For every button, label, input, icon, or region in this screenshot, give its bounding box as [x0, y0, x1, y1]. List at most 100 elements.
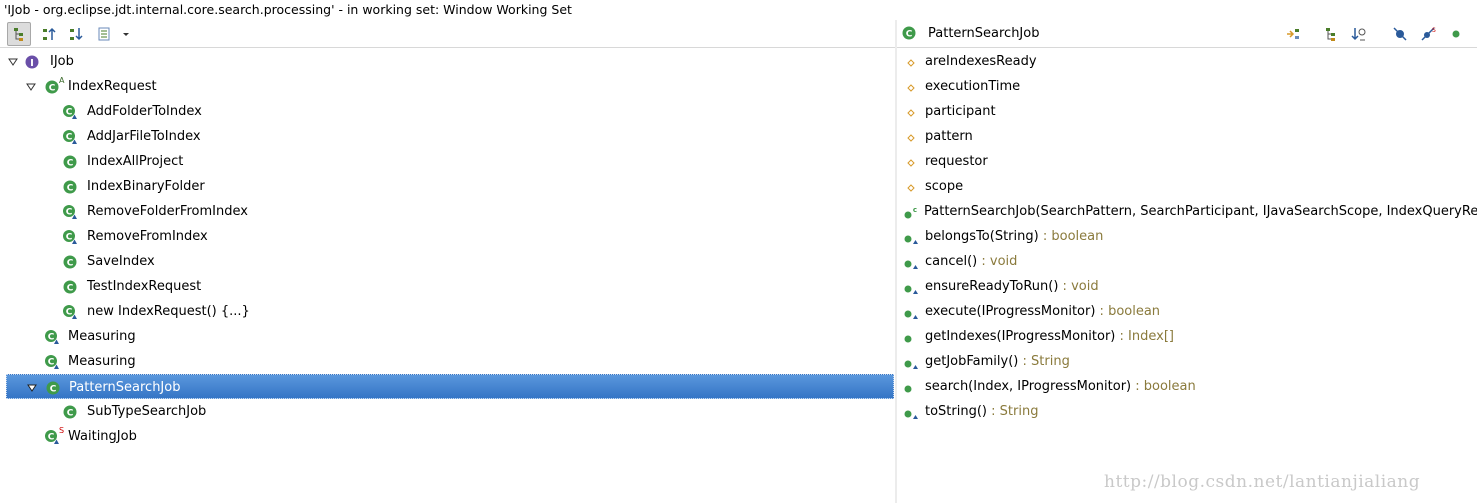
hide-static-members-button[interactable]: S	[1416, 22, 1440, 46]
show-inherited-members-icon	[1287, 29, 1299, 39]
member-name: execute(IProgressMonitor) : boolean	[925, 304, 1161, 319]
class-icon: C	[63, 205, 77, 219]
tree-item-label: IndexAllProject	[87, 154, 184, 169]
show-supertype-hierarchy-button[interactable]	[37, 22, 61, 46]
public-method-icon	[904, 385, 912, 393]
member-return-type: : Index[]	[1115, 329, 1174, 344]
public-method-icon	[904, 310, 918, 319]
svg-text:C: C	[48, 333, 55, 343]
tree-item-removefromindex[interactable]: C RemoveFromIndex	[6, 224, 894, 249]
svg-text:S: S	[1432, 27, 1436, 34]
tree-item-measuring[interactable]: C Measuring	[6, 349, 894, 374]
tree-item-indexbinaryfolder[interactable]: C IndexBinaryFolder	[6, 174, 894, 199]
class-icon: C	[46, 381, 60, 395]
member-field[interactable]: pattern	[897, 124, 1477, 149]
view-splitter[interactable]	[895, 20, 897, 503]
tree-item-waitingjob[interactable]: C S WaitingJob	[6, 424, 894, 449]
svg-text:C: C	[67, 259, 74, 269]
hide-static-members-icon: S	[1421, 27, 1436, 41]
member-method[interactable]: search(Index, IProgressMonitor) : boolea…	[897, 374, 1477, 399]
member-constructor[interactable]: c PatternSearchJob(SearchPattern, Search…	[897, 199, 1477, 224]
public-method-icon	[904, 235, 918, 244]
member-return-type: : String	[1018, 354, 1070, 369]
abstract-class-icon: C	[45, 80, 59, 94]
member-field[interactable]: areIndexesReady	[897, 49, 1477, 74]
member-name: participant	[925, 104, 996, 119]
tree-item-testindexrequest[interactable]: C TestIndexRequest	[6, 274, 894, 299]
static-class-icon: C	[45, 430, 59, 444]
hierarchy-toolbar	[0, 20, 895, 48]
twisty-expanded-icon[interactable]	[27, 383, 37, 393]
tree-item-removefolderfromindex[interactable]: C RemoveFolderFromIndex	[6, 199, 894, 224]
svg-text:C: C	[48, 433, 55, 443]
show-hierarchy-icon	[14, 28, 23, 41]
member-name: search(Index, IProgressMonitor) : boolea…	[925, 379, 1196, 394]
class-icon: C	[902, 26, 916, 40]
tree-item-ijob[interactable]: I IJob	[6, 49, 894, 74]
twisty-expanded-icon[interactable]	[26, 82, 36, 92]
lock-view-icon	[98, 27, 110, 41]
member-method[interactable]: toString() : String	[897, 399, 1477, 424]
tree-item-addfoldertoindex[interactable]: C AddFolderToIndex	[6, 99, 894, 124]
tree-item-addjarfiletoindex[interactable]: C AddJarFileToIndex	[6, 124, 894, 149]
watermark: http://blog.csdn.net/lantianjialiang	[1104, 472, 1421, 492]
show-inherited-members-button[interactable]	[1281, 22, 1305, 46]
public-method-icon	[904, 285, 918, 294]
svg-text:C: C	[67, 184, 74, 194]
tree-item-indexallproject[interactable]: C IndexAllProject	[6, 149, 894, 174]
member-name: getJobFamily() : String	[925, 354, 1070, 369]
svg-text:C: C	[66, 308, 73, 318]
class-icon: C	[63, 280, 77, 294]
svg-text:C: C	[50, 385, 57, 395]
class-icon: C	[63, 255, 77, 269]
member-field[interactable]: executionTime	[897, 74, 1477, 99]
constructor-icon: c	[904, 206, 917, 219]
member-method[interactable]: belongsTo(String) : boolean	[897, 224, 1477, 249]
tree-item-label: RemoveFolderFromIndex	[87, 204, 248, 219]
member-method[interactable]: ensureReadyToRun() : void	[897, 274, 1477, 299]
svg-text:c: c	[913, 206, 917, 214]
member-name: getIndexes(IProgressMonitor) : Index[]	[925, 329, 1174, 344]
member-field[interactable]: participant	[897, 99, 1477, 124]
field-icon	[907, 134, 915, 142]
show-in-hierarchy-button[interactable]	[1319, 22, 1343, 46]
hide-fields-icon	[1393, 27, 1407, 41]
tree-item-measuring[interactable]: C Measuring	[6, 324, 894, 349]
hide-non-public-button[interactable]	[1444, 22, 1468, 46]
member-method[interactable]: cancel() : void	[897, 249, 1477, 274]
layout-button[interactable]	[92, 22, 116, 46]
member-field[interactable]: requestor	[897, 149, 1477, 174]
tree-item-saveindex[interactable]: C SaveIndex	[6, 249, 894, 274]
sort-members-button[interactable]	[1347, 22, 1371, 46]
member-name: cancel() : void	[925, 254, 1018, 269]
outline-title: PatternSearchJob	[928, 26, 1040, 41]
static-overlay: S	[59, 426, 65, 435]
tree-item-label: AddFolderToIndex	[87, 104, 202, 119]
svg-text:C: C	[66, 208, 73, 218]
public-method-icon	[904, 410, 918, 419]
class-icon: C	[63, 105, 77, 119]
show-type-hierarchy-button[interactable]	[7, 22, 31, 46]
show-subtype-icon	[70, 28, 83, 41]
class-icon: C	[63, 155, 77, 169]
tree-item-anonymous-indexrequest[interactable]: C new IndexRequest() {...}	[6, 299, 894, 324]
tree-item-indexrequest[interactable]: C A IndexRequest	[6, 74, 894, 99]
interface-icon: I	[25, 55, 39, 69]
view-menu-button[interactable]	[116, 22, 136, 46]
show-subtype-hierarchy-button[interactable]	[64, 22, 88, 46]
abstract-overlay: A	[59, 76, 65, 85]
member-field[interactable]: scope	[897, 174, 1477, 199]
tree-item-label: Measuring	[68, 354, 136, 369]
tree-item-subtypesearchjob[interactable]: C SubTypeSearchJob	[6, 399, 894, 424]
member-method[interactable]: execute(IProgressMonitor) : boolean	[897, 299, 1477, 324]
twisty-expanded-icon[interactable]	[8, 57, 18, 67]
hide-fields-button[interactable]	[1388, 22, 1412, 46]
tree-item-label: IndexRequest	[68, 79, 157, 94]
tree-item-label: SaveIndex	[87, 254, 155, 269]
member-method[interactable]: getIndexes(IProgressMonitor) : Index[]	[897, 324, 1477, 349]
member-method[interactable]: getJobFamily() : String	[897, 349, 1477, 374]
field-icon	[907, 84, 915, 92]
class-icon: C	[63, 405, 77, 419]
outline-header: C PatternSearchJob S	[897, 20, 1477, 48]
tree-item-patternsearchjob[interactable]: C PatternSearchJob	[6, 374, 894, 399]
